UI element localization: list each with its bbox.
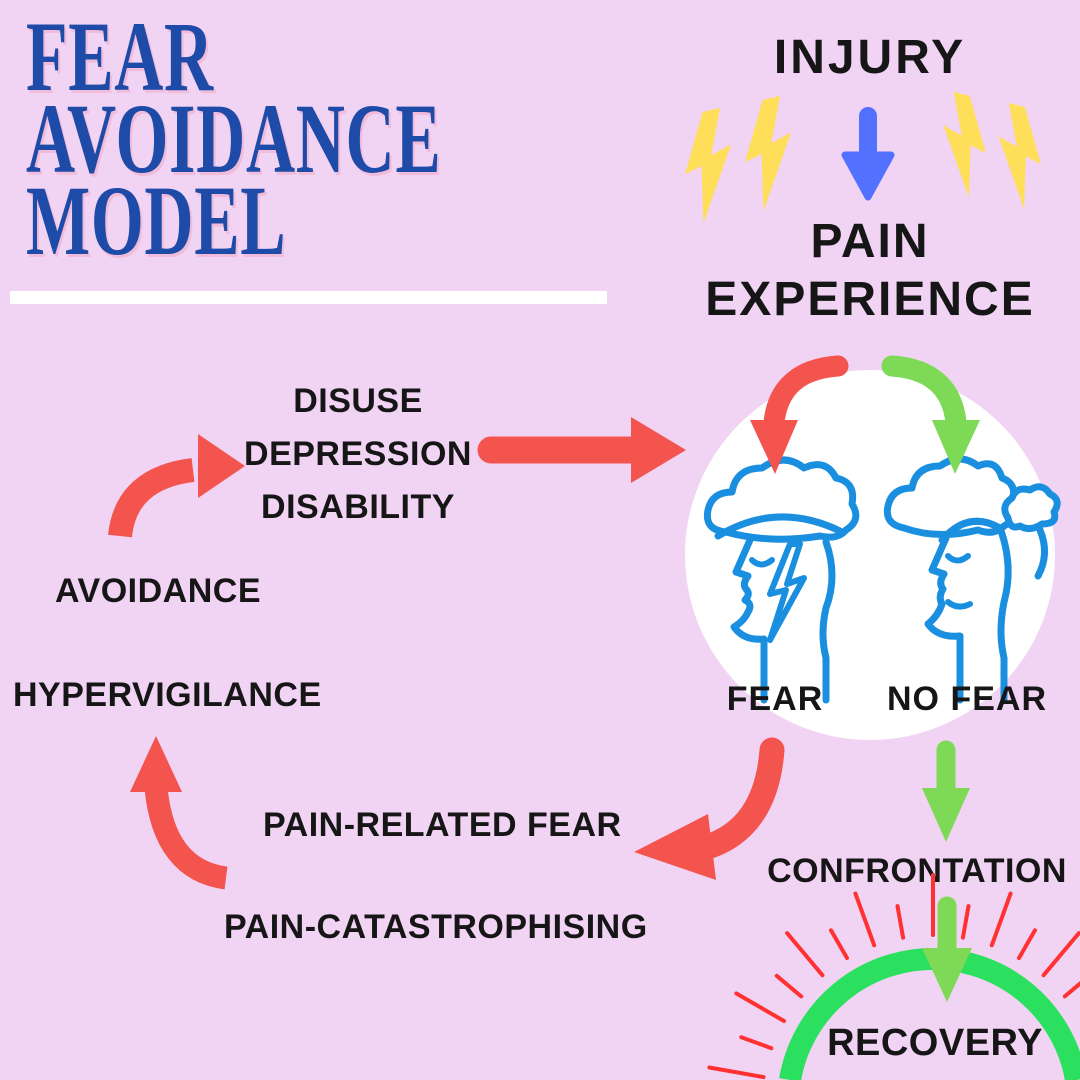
red-sunburst-rays-icon [707,873,1080,1080]
pain-catastrophising-label: PAIN-CATASTROPHISING [224,908,648,946]
down-green-arrow-icon [922,896,972,1002]
down-arrow-icon [841,107,895,201]
injury-label: INJURY [773,31,967,84]
pain-related-fear-label: PAIN-RELATED FEAR [263,806,622,844]
stormy-head-icon [703,456,860,704]
pain-experience-line: PAIN [810,215,930,268]
disuse-line: DISABILITY [261,488,455,526]
curved-red-arrow-icon [634,737,785,880]
title-line: MODEL [26,165,287,276]
confrontation-label: CONFRONTATION [767,852,1067,890]
disuse-line: DISUSE [293,382,423,420]
lightning-bolt-icon [943,92,1041,209]
calm-head-icon [883,455,1061,704]
page-title: FEAR AVOIDANCE MODEL [26,1,442,276]
curved-red-arrow-icon [108,434,245,538]
title-line: FEAR [26,1,214,112]
title-underline [10,291,607,304]
right-red-arrow-icon [477,417,686,483]
avoidance-label: AVOIDANCE [55,572,261,610]
no-fear-label: NO FEAR [887,680,1047,718]
curved-green-arrow-icon [881,355,980,474]
down-green-arrow-icon [922,740,970,842]
heads-illustration [703,455,1061,704]
title-line: AVOIDANCE [26,83,442,194]
curved-red-arrow-icon [130,736,228,890]
fear-label: FEAR [726,680,824,718]
lightning-bolt-icon [685,95,792,224]
hypervigilance-label: HYPERVIGILANCE [13,676,322,714]
disuse-depression-disability-label: DISUSE DEPRESSION DISABILITY [238,375,478,534]
recovery-label: RECOVERY [827,1022,1043,1064]
pain-experience-label: PAIN EXPERIENCE [660,213,1080,329]
curved-red-arrow-icon [750,355,849,474]
pain-experience-line: EXPERIENCE [705,273,1035,326]
disuse-line: DEPRESSION [244,435,472,473]
